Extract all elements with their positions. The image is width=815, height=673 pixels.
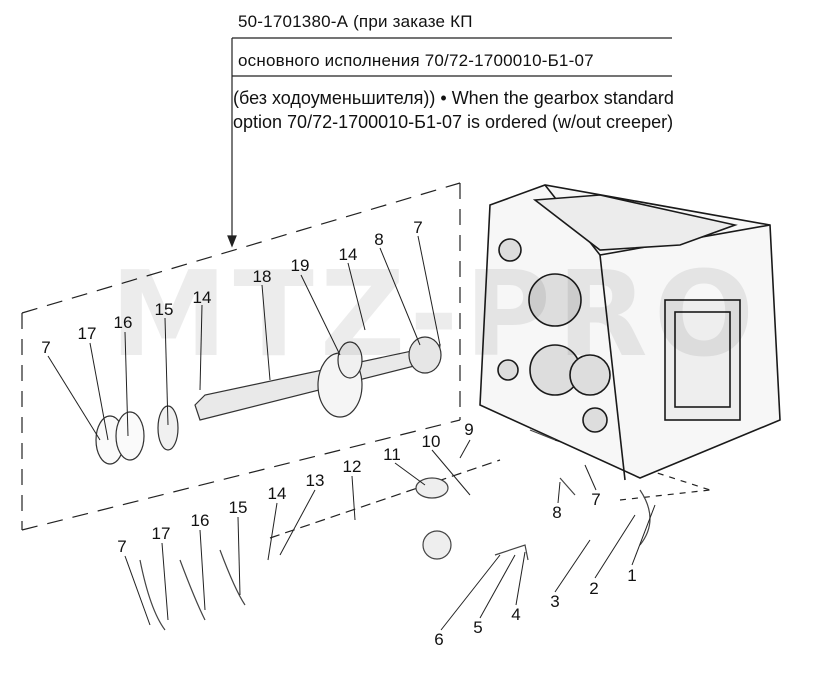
part-label-14-upper: 14 [338, 245, 358, 264]
caption-line-3: (без ходоуменьшителя)) • When the gearbo… [233, 88, 674, 108]
part-label-15-lower: 15 [228, 498, 248, 517]
part-label-10: 10 [421, 432, 441, 451]
part-label-7-upper: 7 [413, 218, 423, 237]
part-label-14-lower: 14 [267, 484, 287, 503]
caption-line-1: 50-1701380-А (при заказе КП [238, 12, 473, 31]
part-label-16-lower: 16 [190, 511, 210, 530]
upper-shaft-assembly [95, 336, 442, 465]
part-label-16: 16 [113, 313, 133, 332]
caption-leader-arrow [227, 235, 237, 248]
leader-lines [47, 235, 656, 631]
part-label-17-lower: 17 [151, 524, 171, 543]
watermark: MTZ-PRO [110, 245, 761, 383]
part-label-13: 13 [305, 471, 325, 490]
lower-axis-line [269, 459, 501, 539]
caption-line-2: основного исполнения 70/72-1700010-Б1-07 [238, 51, 594, 70]
part-label-19: 19 [290, 256, 310, 275]
part-label-7: 7 [41, 338, 51, 357]
part-label-1: 1 [627, 566, 637, 585]
part-label-14: 14 [192, 288, 212, 307]
part-label-2: 2 [589, 579, 599, 598]
part-label-8: 8 [374, 230, 384, 249]
part-label-18: 18 [252, 267, 272, 286]
part-label-7-housing: 7 [591, 490, 601, 509]
part-label-11: 11 [383, 445, 401, 464]
part-label-12: 12 [342, 457, 362, 476]
part-label-15: 15 [154, 300, 174, 319]
lower-parts [139, 429, 651, 631]
gearbox-housing [479, 184, 781, 481]
assembly-dashed-boundary [21, 182, 461, 531]
part-label-6: 6 [434, 630, 444, 649]
part-label-8-lower: 8 [552, 503, 562, 522]
part-label-7-lower: 7 [117, 537, 127, 556]
caption-line-4: option 70/72-1700010-Б1-07 is ordered (w… [233, 112, 674, 132]
part-label-17: 17 [77, 324, 97, 343]
part-label-5: 5 [473, 618, 483, 637]
part-label-9: 9 [464, 420, 474, 439]
part-label-3: 3 [550, 592, 560, 611]
part-label-4: 4 [511, 605, 521, 624]
